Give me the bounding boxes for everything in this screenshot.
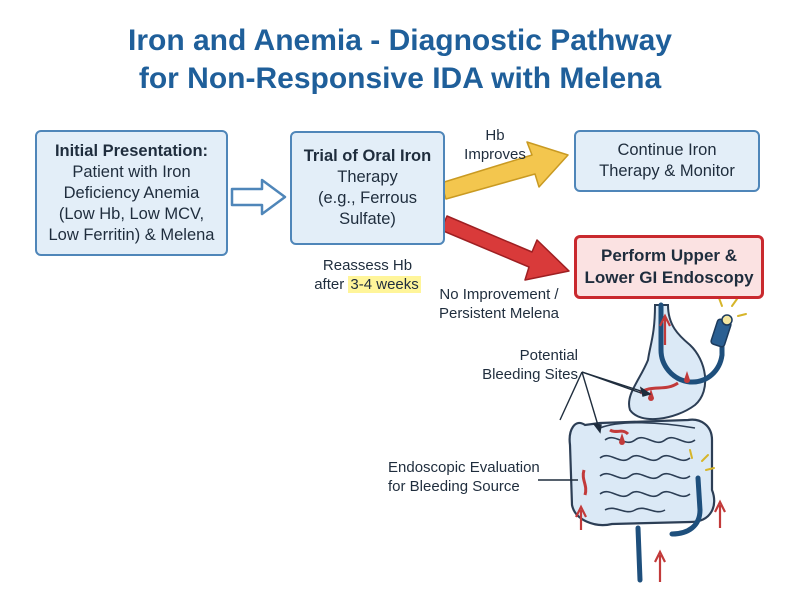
endoscopy-line-2: Lower GI Endoscopy <box>584 268 754 287</box>
hollow-arrow-to-trial <box>230 178 287 216</box>
oral-iron-trial-line-2: (e.g., Ferrous <box>317 189 418 207</box>
diagram-title: Iron and Anemia - Diagnostic Pathway for… <box>0 22 800 98</box>
stomach-illustration <box>628 297 747 421</box>
oral-iron-trial-line-1: Therapy <box>337 168 398 186</box>
hb-improves-line-2: Improves <box>464 146 526 163</box>
endoscopic-eval-line-2: for Bleeding Source <box>388 478 520 495</box>
reassess-label: Reassess Hb after 3-4 weeks <box>290 256 445 294</box>
reassess-line-1: Reassess Hb <box>322 257 413 274</box>
initial-presentation-line-1: Patient with Iron <box>72 162 191 181</box>
no-improvement-line-2: Persistent Melena <box>438 305 560 322</box>
endoscopic-eval-label: Endoscopic Evaluation for Bleeding Sourc… <box>388 458 548 496</box>
bleeding-sites-label: Potential Bleeding Sites <box>460 346 578 384</box>
title-line-1: Iron and Anemia - Diagnostic Pathway <box>128 24 672 57</box>
no-improvement-arrow <box>440 215 570 281</box>
hb-improves-label: Hb Improves <box>455 126 535 164</box>
continue-iron-line-1: Continue Iron <box>617 141 717 159</box>
reassess-prefix: after <box>314 276 349 293</box>
hb-improves-line-1: Hb <box>485 127 505 144</box>
continue-iron-box: Continue Iron Therapy & Monitor <box>574 130 760 192</box>
endoscopy-box: Perform Upper & Lower GI Endoscopy <box>574 235 764 299</box>
oral-iron-trial-line-3: Sulfate) <box>339 210 396 228</box>
no-improvement-line-1: No Improvement / <box>439 286 559 303</box>
initial-presentation-line-4: Low Ferritin) & Melena <box>48 225 215 244</box>
bleeding-site-pointers <box>559 371 652 434</box>
oral-iron-trial-heading: Trial of Oral Iron <box>303 147 432 165</box>
title-line-2: for Non-Responsive IDA with Melena <box>138 62 662 95</box>
reassess-interval-highlight: 3-4 weeks <box>348 276 421 293</box>
continue-iron-line-2: Therapy & Monitor <box>599 162 735 180</box>
initial-presentation-line-3: (Low Hb, Low MCV, <box>58 204 205 223</box>
reassess-line-2: after 3-4 weeks <box>290 275 445 294</box>
bleeding-sites-line-1: Potential <box>519 347 578 364</box>
intestine-illustration <box>568 313 726 583</box>
endoscopic-eval-line-1: Endoscopic Evaluation <box>388 459 540 476</box>
oral-iron-trial-box: Trial of Oral Iron Therapy (e.g., Ferrou… <box>290 131 445 245</box>
initial-presentation-heading: Initial Presentation: <box>54 141 209 160</box>
initial-presentation-box: Initial Presentation: Patient with Iron … <box>35 130 228 256</box>
improves-arrow <box>440 141 569 200</box>
no-improvement-label: No Improvement / Persistent Melena <box>425 285 573 323</box>
bleeding-sites-line-2: Bleeding Sites <box>482 366 578 383</box>
endoscopy-line-1: Perform Upper & <box>600 246 738 265</box>
initial-presentation-line-2: Deficiency Anemia <box>63 183 200 202</box>
